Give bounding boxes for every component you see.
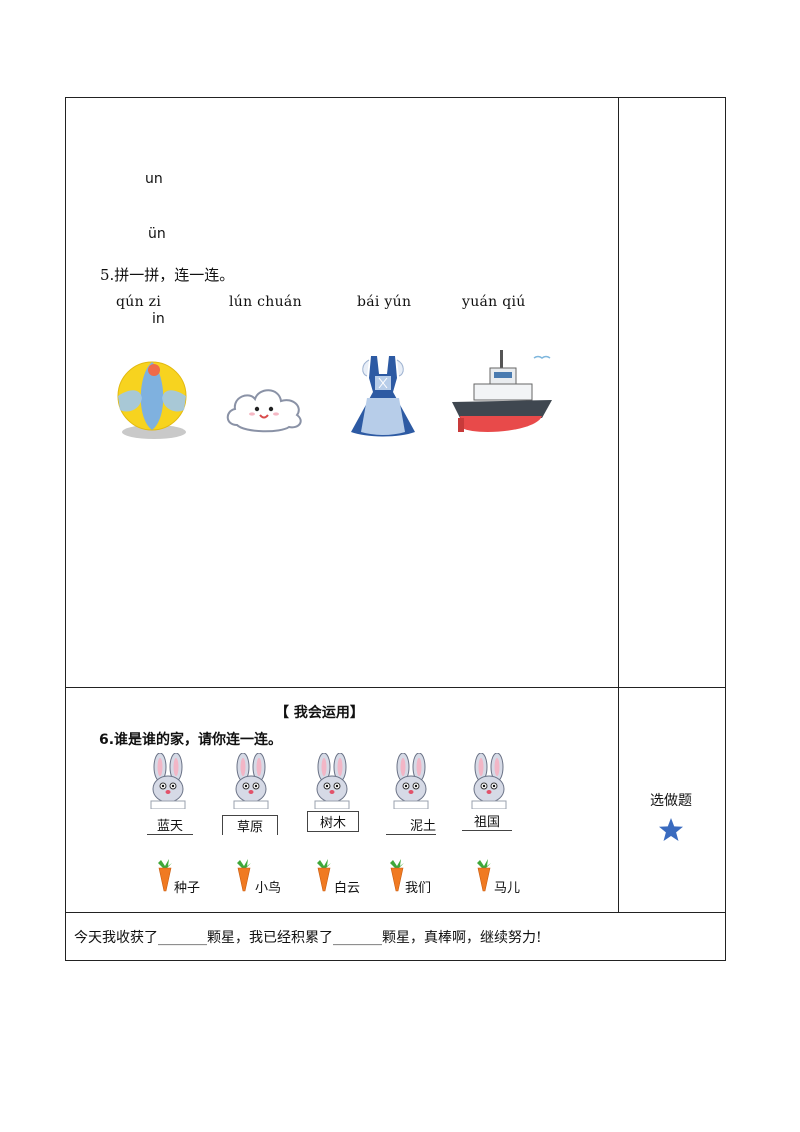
- carrot-icon: [317, 859, 331, 892]
- rabbit-5: 祖国: [462, 753, 514, 831]
- table-row-divider-2: [65, 912, 726, 913]
- table-border-left: [65, 97, 66, 961]
- rabbit-icon: [314, 753, 350, 809]
- carrot-4: 我们: [388, 858, 448, 896]
- rabbit-icon: [233, 753, 269, 809]
- ball-image: [117, 361, 187, 439]
- carrot-label: 我们: [405, 881, 432, 896]
- carrot-label: 马儿: [494, 881, 521, 896]
- rabbit-label: 树木: [307, 811, 359, 832]
- ship-image: [452, 350, 552, 432]
- carrot-label: 小鸟: [255, 881, 282, 896]
- rabbit-3: 树木: [307, 753, 359, 832]
- rabbit-icon: [393, 753, 429, 809]
- pinyin-qunzi: qún zi: [116, 294, 162, 310]
- table-column-divider: [618, 97, 619, 913]
- optional-question-label: 选做题: [650, 793, 692, 809]
- pinyin-lunchuan: lún chuán: [229, 294, 302, 310]
- footer-summary: 今天我收获了_______颗星，我已经积累了_______颗星，真棒啊，继续努力…: [74, 930, 542, 946]
- carrot-label: 白云: [334, 881, 361, 896]
- rhyme-in: in: [150, 311, 167, 327]
- carrot-icon: [158, 859, 172, 892]
- question-6-title: 6.谁是谁的家，请你连一连。: [99, 732, 283, 748]
- cloud-image: [226, 389, 302, 433]
- rhyme-un-umlaut: ün: [148, 226, 166, 242]
- carrot-5: 马儿: [475, 858, 535, 896]
- rabbit-icon: [471, 753, 507, 809]
- rabbit-label: 草原: [222, 815, 278, 835]
- rabbit-label: 祖国: [462, 811, 512, 831]
- pinyin-yuanqiu: yuán qiú: [462, 294, 526, 310]
- carrot-3: 白云: [315, 858, 375, 896]
- rabbit-icon: [150, 753, 186, 809]
- rabbit-label: 泥土: [386, 815, 436, 835]
- rabbit-2: 草原: [222, 753, 278, 835]
- rhyme-un: un: [145, 171, 163, 187]
- table-border-right: [725, 97, 726, 961]
- carrot-icon: [477, 859, 491, 892]
- carrot-icon: [237, 859, 251, 892]
- apply-section-heading: 【 我会运用】: [275, 705, 364, 721]
- carrot-icon: [390, 859, 404, 892]
- table-row-divider-1: [65, 687, 726, 688]
- carrot-label: 种子: [174, 881, 201, 896]
- question-5-title: 5.拼一拼，连一连。: [100, 266, 235, 284]
- pinyin-baiyun: bái yún: [357, 294, 412, 310]
- rabbit-1: 蓝天: [143, 753, 193, 835]
- carrot-1: 种子: [156, 858, 216, 896]
- rabbit-label: 蓝天: [147, 815, 193, 835]
- table-border-bottom: [65, 960, 726, 961]
- table-border-top: [65, 97, 726, 98]
- carrot-2: 小鸟: [235, 858, 295, 896]
- dress-image: [351, 356, 415, 437]
- star-icon: [659, 818, 683, 841]
- rabbit-4: 泥土: [386, 753, 436, 835]
